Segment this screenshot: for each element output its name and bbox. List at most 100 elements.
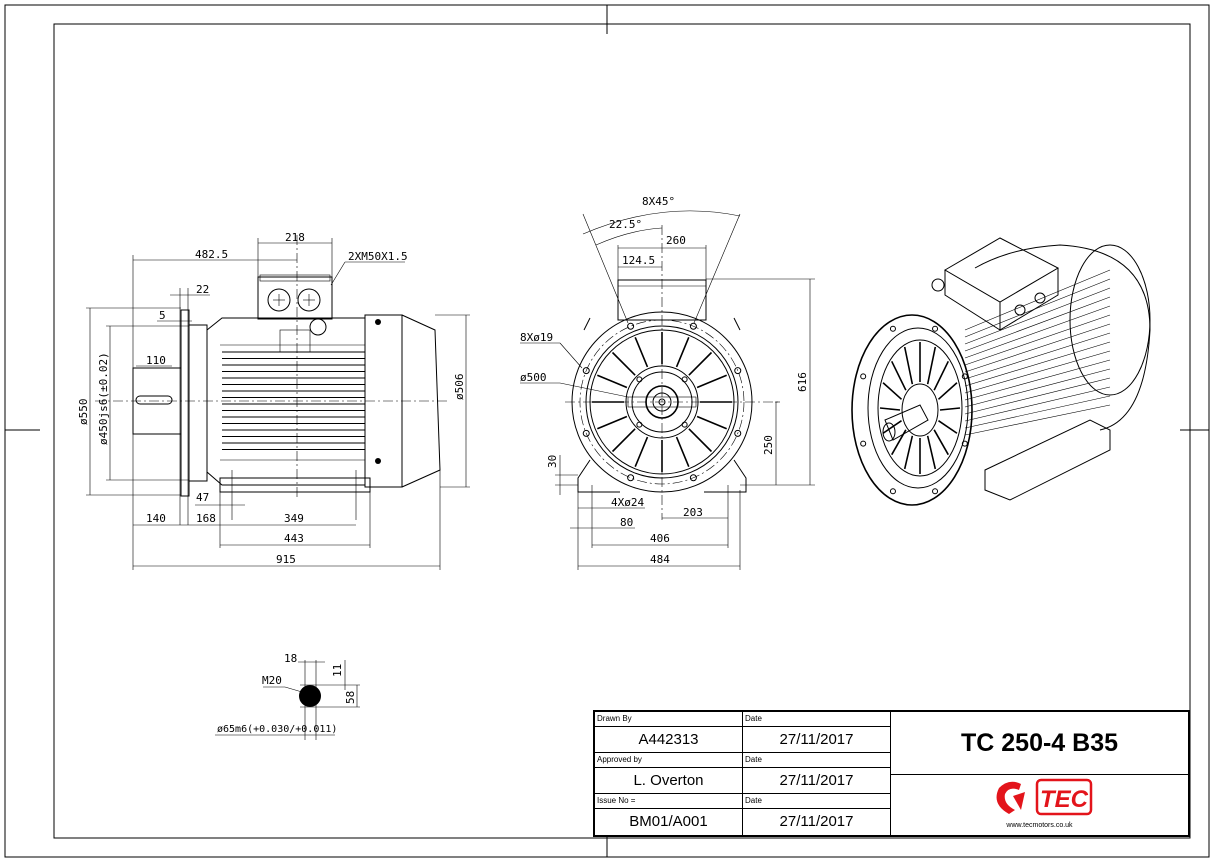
iso-cooling-fin: [964, 323, 1111, 373]
iso-cooling-fin: [964, 350, 1111, 394]
fan-spoke: [696, 415, 727, 430]
dim-80: 80: [620, 516, 633, 529]
date-label-1: Date: [743, 712, 891, 727]
dim-500: ø500: [520, 371, 547, 384]
dim-m20: M20: [262, 674, 282, 687]
fan-spoke: [634, 436, 649, 467]
dim-8x45: 8X45°: [642, 195, 675, 208]
dim-168: 168: [196, 512, 216, 525]
fan-spoke: [611, 428, 636, 453]
dim-506: ø506: [453, 374, 466, 401]
dim-482-5: 482.5: [195, 248, 228, 261]
dim-443: 443: [284, 532, 304, 545]
dim-484: 484: [650, 553, 670, 566]
dim-349: 349: [284, 512, 304, 525]
fan-spoke: [634, 337, 649, 368]
approved-by-label: Approved by: [595, 753, 743, 768]
dim-58: 58: [344, 691, 357, 704]
dim-4x24: 4Xø24: [611, 496, 644, 509]
iso-flange-bolt: [932, 325, 939, 332]
dim-218: 218: [285, 231, 305, 244]
side-view: 218 482.5 2XM50X1.5 22 5 110 ø550 ø450js…: [77, 231, 470, 570]
dim-260: 260: [666, 234, 686, 247]
fan-spoke: [688, 428, 713, 453]
dim-110: 110: [146, 354, 166, 367]
iso-cooling-fin: [964, 296, 1111, 352]
iso-fan-spoke: [882, 420, 902, 434]
flange-bolt-hole: [734, 367, 742, 375]
iso-fan-spoke: [926, 346, 937, 385]
dim-11: 11: [331, 664, 344, 677]
iso-cooling-fin: [964, 314, 1111, 366]
iso-fan-spoke: [879, 407, 901, 411]
fan-spoke: [675, 436, 690, 467]
date-value-3: 27/11/2017: [743, 809, 891, 835]
iso-fan-spoke: [926, 435, 937, 470]
iso-cooling-fin: [964, 305, 1111, 359]
dim-22-5: 22.5°: [609, 218, 642, 231]
fan-spoke: [611, 351, 636, 376]
iso-cooling-fin: [964, 386, 1111, 422]
iso-fan-spoke: [938, 420, 958, 434]
dim-5: 5: [159, 309, 166, 322]
dim-18: 18: [284, 652, 297, 665]
iso-cooling-fin: [964, 377, 1111, 415]
flange-bolt-hole: [627, 322, 635, 330]
iso-fan-spoke: [882, 382, 903, 400]
iso-flange-bolt: [860, 440, 867, 447]
dim-140: 140: [146, 512, 166, 525]
dim-616: 616: [796, 372, 809, 392]
date-value-1: 27/11/2017: [743, 727, 891, 753]
iso-fan-spoke: [937, 382, 958, 400]
bearing-bolt-hole: [636, 421, 643, 428]
iso-cooling-fin: [964, 278, 1111, 338]
iso-flange-bolt: [889, 325, 896, 332]
website-url: www.tecmotors.co.uk: [1006, 822, 1073, 829]
fan-spoke: [696, 374, 727, 389]
tec-logo: TEC www.tecmotors.co.uk: [891, 774, 1188, 835]
iso-fan-spoke: [903, 346, 914, 385]
iso-fan-spoke: [933, 360, 950, 391]
front-view: 8X45° 22.5° 260 124.5 8Xø19 ø500 616 250…: [520, 195, 815, 570]
date-label-3: Date: [743, 794, 891, 809]
logo-text: TEC: [1040, 786, 1089, 813]
dim-450: ø450js6(±0.02): [97, 352, 110, 445]
drawn-by-value: A442313: [595, 727, 743, 753]
isometric-view: [851, 237, 1151, 506]
issue-no-value: BM01/A001: [595, 809, 743, 835]
iso-cooling-fin: [964, 332, 1111, 380]
dim-124-5: 124.5: [622, 254, 655, 267]
title-block: Drawn By Date A442313 27/11/2017 Approve…: [593, 710, 1190, 837]
fan-spoke: [675, 337, 690, 368]
iso-fan-spoke: [903, 435, 914, 470]
iso-cooling-fin: [964, 359, 1111, 401]
iso-fan-spoke: [939, 407, 961, 411]
date-value-2: 27/11/2017: [743, 768, 891, 794]
flange-bolt-hole: [689, 322, 697, 330]
model-title: TC 250-4 B35: [891, 712, 1188, 775]
bearing-bolt-hole: [681, 376, 688, 383]
iso-cooling-fin: [964, 404, 1111, 436]
iso-cooling-fin: [964, 395, 1111, 429]
dim-406: 406: [650, 532, 670, 545]
fan-spoke: [688, 351, 713, 376]
bearing-bolt-hole: [636, 376, 643, 383]
shaft-end-detail: 18 11 M20 58 ø65m6(+0.030/+0.011): [215, 652, 360, 740]
iso-cooling-fin: [964, 341, 1111, 387]
spartan-helmet-icon: TEC: [996, 778, 1093, 816]
iso-flange-bolt: [961, 373, 968, 380]
iso-fan-spoke: [933, 429, 949, 456]
dim-cable-entry: 2XM50X1.5: [348, 250, 408, 263]
fan-spoke: [597, 415, 628, 430]
issue-no-label: Issue No =: [595, 794, 743, 809]
dim-22: 22: [196, 283, 209, 296]
inner-frame: [53, 23, 1191, 839]
dim-250: 250: [762, 435, 775, 455]
date-label-2: Date: [743, 753, 891, 768]
dim-915: 915: [276, 553, 296, 566]
iso-flange-bolt: [932, 488, 939, 495]
iso-flange-bolt: [961, 440, 968, 447]
dim-550: ø550: [77, 399, 90, 426]
flange-bolt-hole: [627, 474, 635, 482]
